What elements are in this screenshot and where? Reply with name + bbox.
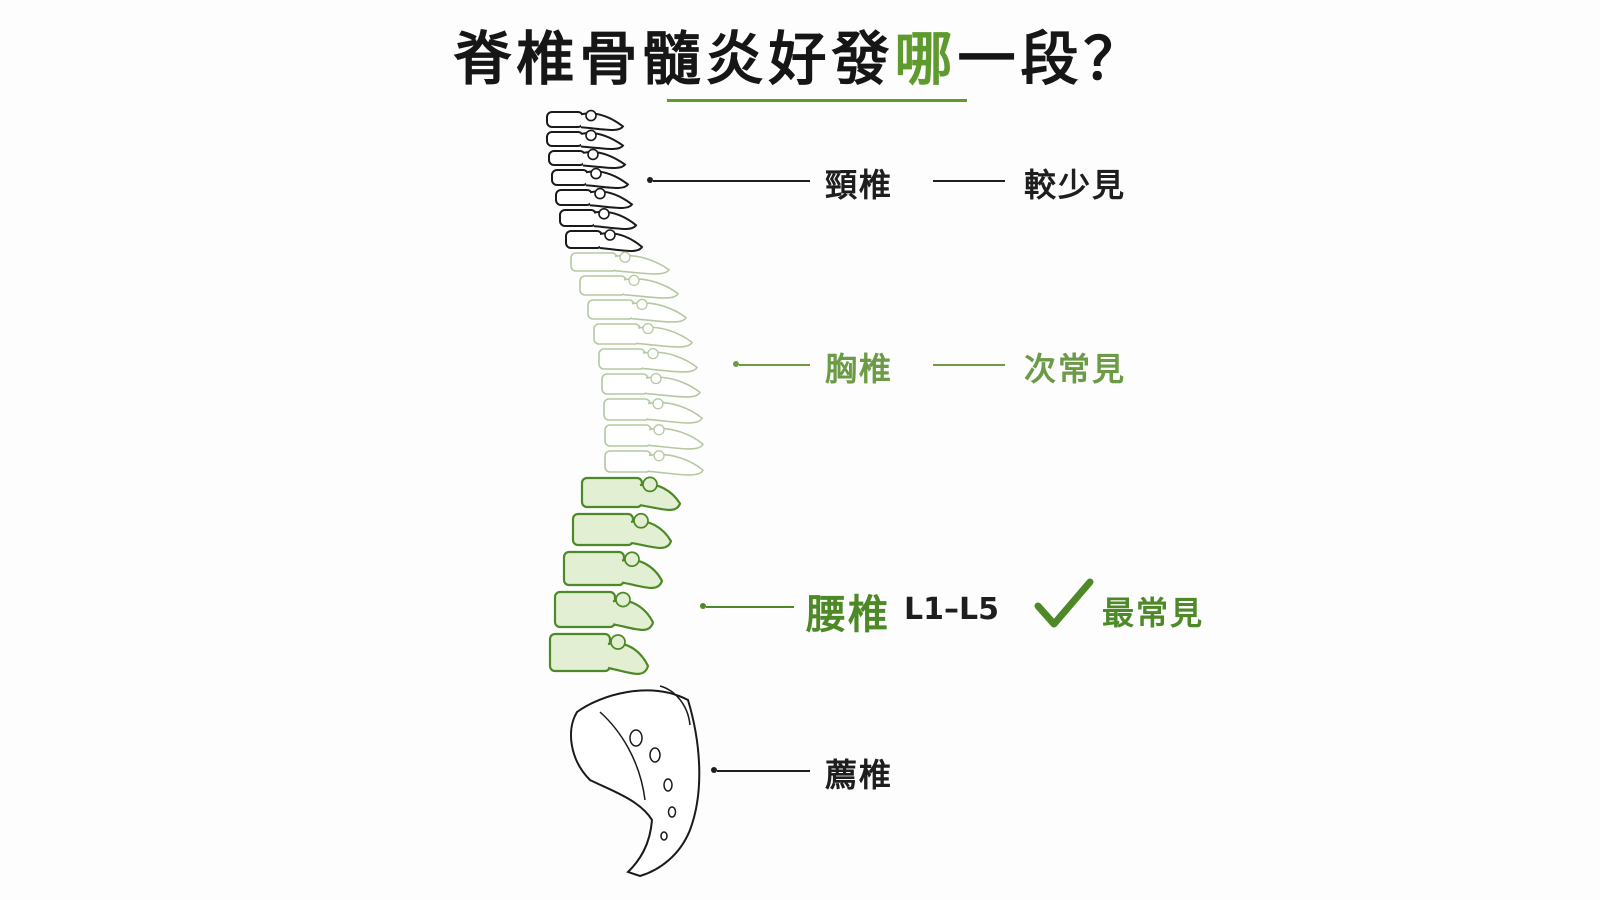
thoracic-leader-line — [739, 364, 810, 366]
vertebra-body-l-18 — [562, 550, 626, 587]
cervical-frequency: 較少見 — [1024, 166, 1127, 204]
vertebra-body-c-3 — [551, 169, 589, 186]
vertebra-facet-t-11 — [647, 347, 659, 360]
thoracic-label: 胸椎 — [825, 350, 894, 388]
vertebra-body-c-6 — [565, 230, 603, 249]
vertebra-body-c-0 — [546, 111, 584, 128]
title-part1: 脊椎骨髓炎好發 — [453, 25, 895, 93]
lumbar-label: 腰椎 — [806, 592, 890, 638]
thoracic-frequency: 次常見 — [1024, 350, 1127, 388]
vertebra-body-t-13 — [603, 398, 651, 421]
vertebra-body-c-4 — [555, 189, 593, 206]
title-highlight: 哪 — [894, 25, 958, 93]
vertebra-facet-c-2 — [587, 148, 599, 161]
vertebra-body-c-5 — [559, 209, 597, 227]
cervical-pointer-dot — [647, 177, 653, 183]
vertebrae-group — [546, 109, 704, 675]
vertebra-body-l-17 — [571, 512, 635, 547]
vertebra-body-t-7 — [570, 252, 618, 272]
lumbar-pointer-dot — [700, 603, 706, 609]
sacral-pointer-dot — [711, 767, 717, 773]
vertebra-facet-l-20 — [610, 634, 626, 650]
sacrum-bone — [570, 685, 701, 878]
vertebra-facet-l-18 — [624, 551, 640, 568]
cervical-leader-line — [653, 180, 810, 182]
title-part2: 一段？ — [957, 25, 1147, 93]
title-underline — [667, 99, 967, 102]
lumbar-frequency: 最常見 — [1102, 594, 1205, 632]
vertebra-facet-t-9 — [636, 298, 648, 311]
sacral-label: 薦椎 — [825, 756, 894, 794]
vertebra-facet-c-1 — [585, 129, 597, 142]
vertebra-body-t-14 — [604, 424, 652, 447]
vertebra-facet-c-6 — [604, 229, 616, 241]
thoracic-frequency-connector — [933, 364, 1005, 366]
vertebra-facet-t-13 — [652, 398, 664, 410]
vertebra-body-c-2 — [548, 150, 586, 166]
lumbar-leader-line — [706, 606, 794, 608]
vertebra-facet-t-7 — [619, 251, 631, 263]
vertebra-body-l-20 — [548, 632, 612, 673]
vertebra-body-l-16 — [580, 476, 644, 509]
vertebra-facet-c-5 — [598, 208, 610, 220]
vertebra-body-t-15 — [604, 450, 652, 473]
vertebra-facet-l-19 — [615, 591, 631, 608]
vertebra-facet-c-3 — [590, 167, 602, 180]
cervical-label: 頸椎 — [825, 166, 894, 204]
vertebra-facet-l-17 — [633, 512, 649, 529]
page-title: 脊椎骨髓炎好發哪一段？ — [0, 12, 1600, 96]
vertebra-body-t-9 — [587, 299, 635, 320]
vertebra-facet-t-15 — [653, 450, 665, 462]
cervical-frequency-connector — [933, 180, 1005, 182]
lumbar-range: L1–L5 — [904, 592, 999, 627]
vertebra-body-c-1 — [546, 131, 584, 147]
vertebra-facet-l-16 — [642, 476, 658, 493]
vertebra-facet-c-0 — [585, 109, 597, 122]
thoracic-pointer-dot — [733, 361, 739, 367]
vertebra-body-t-8 — [579, 275, 627, 296]
vertebra-facet-c-4 — [594, 187, 606, 200]
vertebra-facet-t-12 — [650, 372, 662, 385]
vertebra-facet-t-8 — [628, 274, 640, 287]
sacral-leader-line — [717, 770, 810, 772]
vertebra-facet-t-10 — [642, 322, 654, 335]
vertebra-facet-t-14 — [653, 424, 665, 436]
vertebra-body-t-10 — [593, 323, 641, 345]
vertebra-body-t-12 — [601, 373, 649, 395]
vertebra-body-l-19 — [553, 590, 617, 629]
vertebra-body-t-11 — [598, 348, 646, 370]
check-icon — [1034, 578, 1094, 628]
